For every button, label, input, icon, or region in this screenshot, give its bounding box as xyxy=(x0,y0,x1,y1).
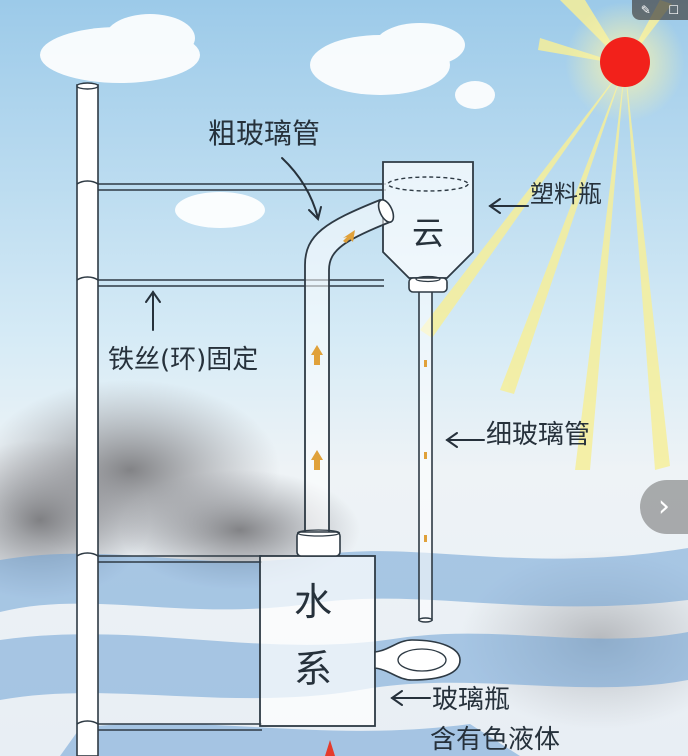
maximize-icon[interactable]: ☐ xyxy=(668,3,680,17)
glass-bottle xyxy=(259,555,376,727)
sun xyxy=(600,37,650,87)
colored-liquid-label: 含有色液体 xyxy=(430,725,560,755)
plastic-bottle-water-surface xyxy=(387,176,469,192)
water-system-label-2: 系 xyxy=(294,647,332,691)
clouds xyxy=(40,14,495,228)
plastic-bottle xyxy=(382,161,474,279)
glass-bottle-label: 玻璃瓶 xyxy=(432,685,510,715)
thick-tube-pointer xyxy=(281,157,319,219)
water-system-label-1: 水 xyxy=(294,580,332,624)
viewer-toolbar: ✎ ☐ xyxy=(632,0,688,20)
stopper-top-rim xyxy=(296,529,341,537)
side-spout-inner xyxy=(397,648,447,672)
plastic-bottle-cap xyxy=(408,277,448,293)
thin-tube-drops xyxy=(424,360,427,542)
thick-tube-flow-arrows xyxy=(311,230,355,470)
wire-ring-label: 铁丝(环)固定 xyxy=(108,345,258,375)
wire-ring-bottom xyxy=(76,552,262,731)
stand-pole-top xyxy=(76,82,99,90)
pointer-arrows xyxy=(145,157,529,706)
plastic-bottle-cap-hole xyxy=(415,275,441,283)
plastic-bottle-label: 塑料瓶 xyxy=(530,180,602,208)
sun-rays xyxy=(420,0,672,470)
stand-pole xyxy=(76,84,99,756)
glass-bottle-stopper xyxy=(296,531,341,557)
next-image-button[interactable]: › xyxy=(640,480,688,534)
glass-bottle-side-spout xyxy=(374,639,461,681)
thin-tube-label: 细玻璃管 xyxy=(486,420,590,450)
wire-ring-middle xyxy=(76,276,384,287)
cloud-label: 云 xyxy=(412,214,444,252)
chevron-right-icon: › xyxy=(658,489,670,524)
thick-tube-mouth xyxy=(377,199,395,223)
red-mark xyxy=(325,740,335,756)
wire-ring-top xyxy=(76,180,386,191)
pin-icon[interactable]: ✎ xyxy=(640,3,651,17)
thin-tube-bottom xyxy=(418,617,433,623)
thick-tube-label: 粗玻璃管 xyxy=(208,117,320,150)
